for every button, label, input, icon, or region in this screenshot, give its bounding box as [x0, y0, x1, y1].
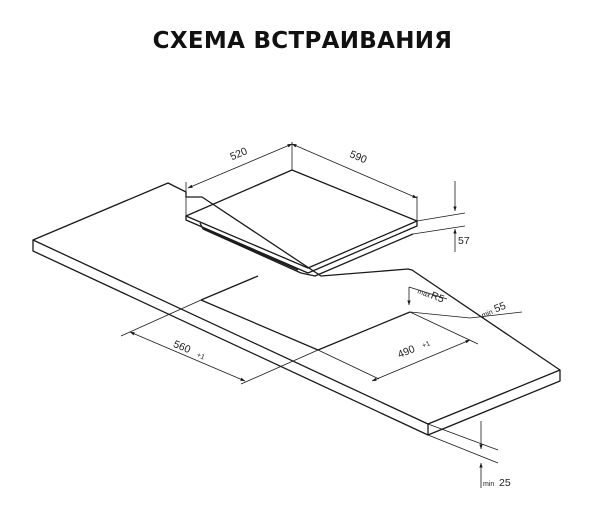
extension-line — [409, 311, 479, 345]
extension-line — [427, 423, 499, 451]
countertop-thickness-value: 25 — [499, 477, 511, 489]
dimension-label-520: 520 — [228, 145, 249, 163]
dimension-label-490: 490 — [396, 343, 417, 361]
hob-body — [199, 222, 414, 277]
extension-line — [412, 225, 466, 235]
dimension-label-560: 560 — [171, 338, 192, 356]
extension-line — [416, 212, 466, 222]
edge-offset-value: 55 — [492, 300, 507, 316]
countertop-top-face — [32, 182, 561, 425]
hob-top-panel — [185, 169, 418, 269]
dimension-line-490 — [371, 339, 471, 382]
dimension-line-590 — [291, 143, 418, 199]
edge-offset-prefix: min — [481, 309, 494, 320]
hob-glass-edge — [185, 216, 418, 274]
cutout-opening — [200, 275, 411, 351]
hob-rear-line — [203, 228, 299, 271]
edge-offset-line — [469, 311, 523, 319]
dimension-line-560 — [129, 331, 246, 382]
dimension-label-57: 57 — [458, 235, 470, 247]
extension-line — [120, 299, 202, 337]
tolerance-label: +1 — [196, 352, 206, 362]
extension-line — [317, 349, 380, 380]
tolerance-label: +1 — [421, 340, 431, 350]
extension-line — [240, 349, 319, 385]
extension-line — [427, 434, 499, 464]
corner-radius-value: R5 — [429, 290, 446, 306]
edge-offset-line — [409, 311, 471, 319]
corner-radius-prefix: max — [416, 288, 431, 299]
dimension-label-590: 590 — [348, 148, 369, 166]
dimension-line-520 — [187, 143, 293, 189]
corner-radius-leader — [408, 286, 448, 300]
countertop-thickness-prefix: min — [483, 481, 494, 488]
countertop-front-edge — [32, 240, 429, 436]
countertop-side-edge — [427, 370, 561, 436]
diagram-title: СХЕМА ВСТРАИВАНИЯ — [152, 28, 453, 54]
